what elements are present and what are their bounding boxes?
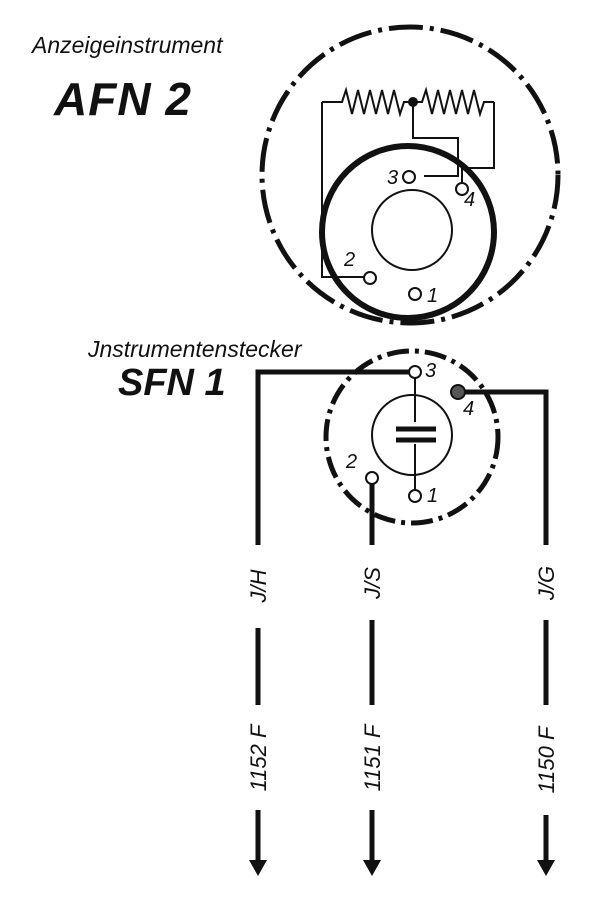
plug-pin-label-3: 3 (425, 360, 436, 382)
plug-pin-label-2: 2 (345, 451, 357, 473)
wire-js-number: 1151 F (360, 723, 385, 791)
plug-pin-4 (450, 384, 466, 400)
instrument-pin-label-4: 4 (464, 189, 475, 211)
wire-js-arrow (363, 860, 381, 876)
instrument-caption: Anzeigeinstrument (32, 32, 223, 58)
wire-labels: J/H 1152 F J/S 1151 F J/G 1150 F (246, 566, 559, 794)
plug-pin-labels: 3 4 2 1 (345, 360, 474, 507)
plug-pin-2 (365, 471, 379, 485)
plug-pin-3 (408, 365, 422, 379)
plug-caption: Jnstrumentenstecker (88, 336, 302, 362)
instrument-housing (259, 24, 561, 326)
wire-js (363, 484, 381, 876)
instrument-pin-2 (363, 271, 377, 285)
plug-pins (365, 365, 466, 503)
instrument-pins (363, 170, 469, 301)
wire-jh (249, 369, 409, 876)
plug-model: SFN 1 (118, 362, 226, 404)
plug-pin-label-4: 4 (463, 398, 474, 420)
instrument-pin-labels: 3 4 2 1 (343, 167, 475, 307)
wire-jh-arrow (249, 860, 267, 876)
wire-jg (465, 389, 555, 876)
resistor-right (413, 86, 494, 118)
instrument-pin-4 (455, 182, 469, 196)
wire-js-code: J/S (360, 567, 385, 600)
wire-jg-arrow (537, 860, 555, 876)
plug-housing (323, 348, 501, 526)
wire-jg-number: 1150 F (534, 725, 559, 793)
plug-pin-1 (408, 489, 422, 503)
instrument-resistors (321, 86, 495, 278)
instrument-pin-label-3: 3 (387, 167, 398, 189)
resistor-left (322, 86, 413, 118)
wire-jg-code: J/G (534, 566, 559, 601)
instrument-model: AFN 2 (54, 73, 192, 125)
instrument-pin-3 (402, 170, 416, 184)
wire-jh-code: J/H (246, 569, 271, 603)
plug-pin-label-1: 1 (427, 485, 438, 507)
plug-insert (371, 376, 453, 492)
instrument-pin-label-2: 2 (343, 249, 355, 271)
wire-jh-number: 1152 F (246, 723, 271, 791)
instrument-pin-label-1: 1 (427, 285, 438, 307)
instrument-pin-1 (408, 287, 422, 301)
